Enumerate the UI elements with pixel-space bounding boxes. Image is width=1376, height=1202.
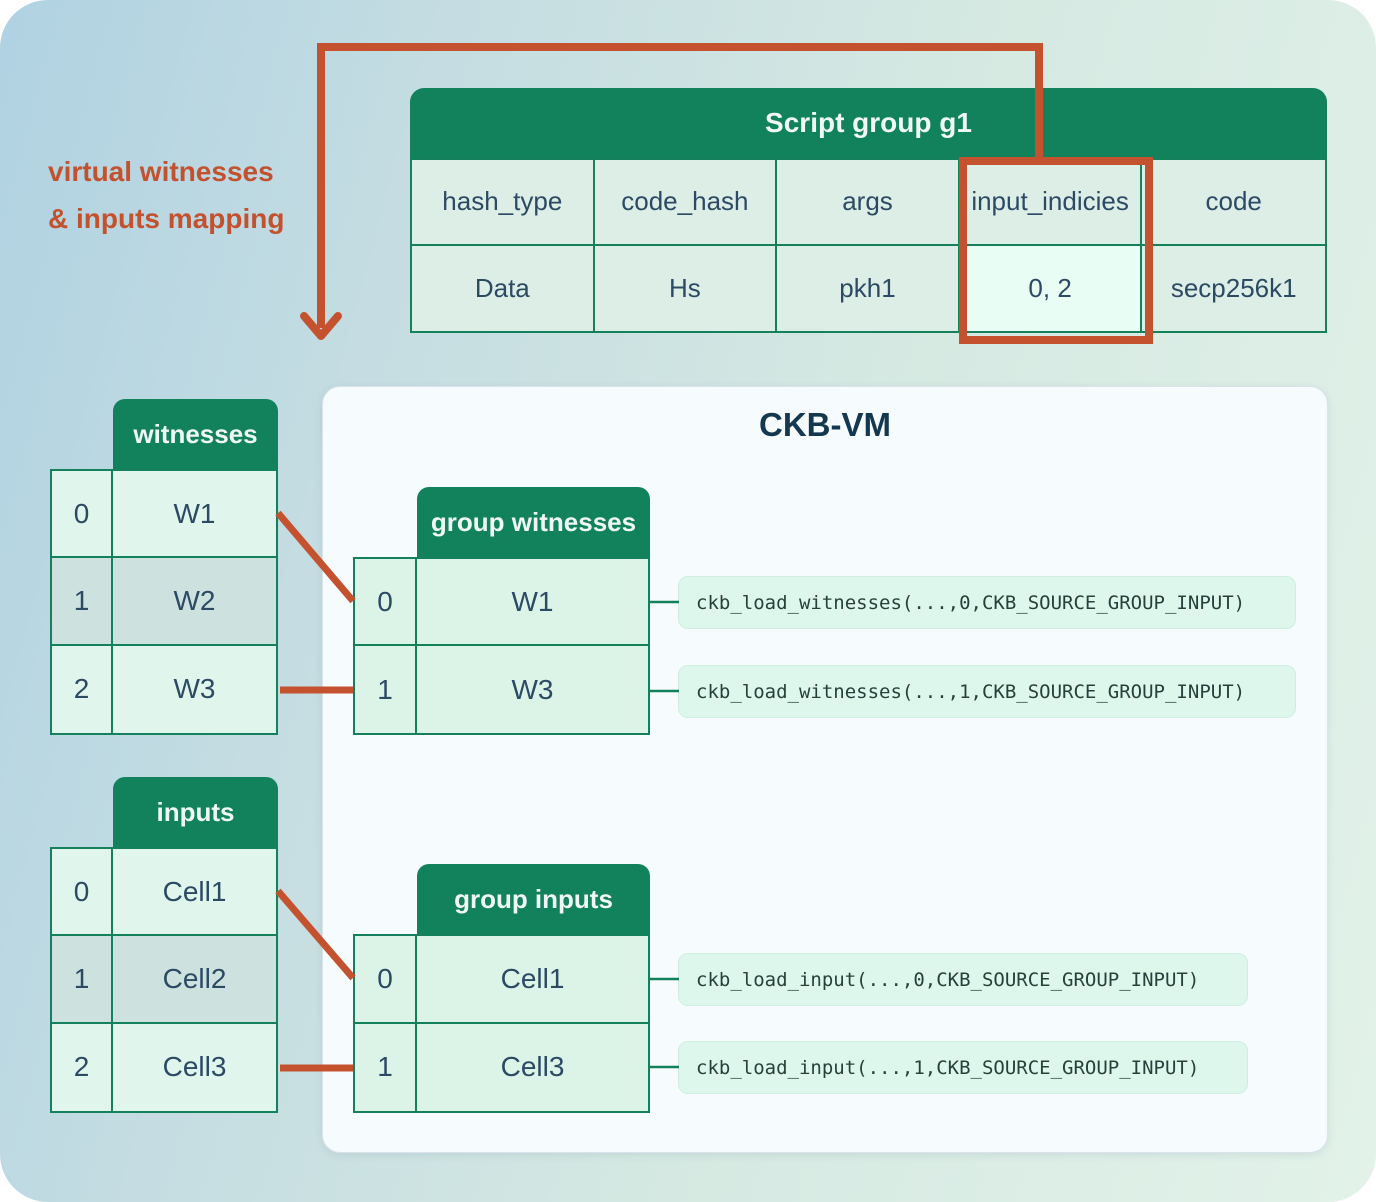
column-header-input-indicies: input_indicies xyxy=(959,160,1143,246)
column-header-code-hash: code_hash xyxy=(594,160,778,246)
group-input-row-0-value: Cell1 xyxy=(417,936,648,1024)
code-load-witnesses-1: ckb_load_witnesses(...,1,CKB_SOURCE_GROU… xyxy=(678,665,1296,718)
input-row-0-value: Cell1 xyxy=(113,849,276,937)
cell-code-hash-value: Hs xyxy=(594,245,778,331)
code-load-witnesses-0: ckb_load_witnesses(...,0,CKB_SOURCE_GROU… xyxy=(678,576,1296,629)
script-group-title: Script group g1 xyxy=(410,88,1327,158)
input-row-0-index: 0 xyxy=(52,849,113,937)
code-load-input-0: ckb_load_input(...,0,CKB_SOURCE_GROUP_IN… xyxy=(678,953,1248,1006)
cell-code-value: secp256k1 xyxy=(1142,245,1325,331)
input-row-2-index: 2 xyxy=(52,1023,113,1111)
witness-row-2-value: W3 xyxy=(113,645,276,733)
column-header-args: args xyxy=(777,160,960,246)
witness-row-1-value: W2 xyxy=(113,558,276,646)
group-witnesses-title: group witnesses xyxy=(417,487,650,557)
cell-input-indicies-value: 0, 2 xyxy=(959,245,1143,331)
witness-row-2-index: 2 xyxy=(52,645,113,733)
group-witness-row-0-index: 0 xyxy=(355,559,417,646)
input-row-2-value: Cell3 xyxy=(113,1023,276,1111)
inputs-table-title: inputs xyxy=(113,777,278,847)
ckb-vm-title: CKB-VM xyxy=(759,406,891,443)
annotation-line-2: & inputs mapping xyxy=(48,203,285,234)
code-load-input-1: ckb_load_input(...,1,CKB_SOURCE_GROUP_IN… xyxy=(678,1041,1248,1094)
group-input-row-1-value: Cell3 xyxy=(417,1023,648,1111)
annotation-line-1: virtual witnesses xyxy=(48,156,274,187)
witness-row-1-index: 1 xyxy=(52,558,113,646)
mapping-annotation: virtual witnesses & inputs mapping xyxy=(48,148,284,242)
cell-args-value: pkh1 xyxy=(777,245,960,331)
group-witness-row-1-value: W3 xyxy=(417,646,648,733)
witness-row-0-value: W1 xyxy=(113,471,276,559)
group-input-row-1-index: 1 xyxy=(355,1023,417,1111)
script-group-table: hash_type code_hash args input_indicies … xyxy=(410,158,1327,333)
column-header-hash-type: hash_type xyxy=(412,160,595,246)
group-input-row-0-index: 0 xyxy=(355,936,417,1024)
witnesses-table-title: witnesses xyxy=(113,399,278,469)
column-header-code: code xyxy=(1142,160,1325,246)
group-inputs-title: group inputs xyxy=(417,864,650,934)
group-witness-row-1-index: 1 xyxy=(355,646,417,733)
mapping-arrow-head-icon xyxy=(300,312,342,340)
witness-row-0-index: 0 xyxy=(52,471,113,559)
input-row-1-value: Cell2 xyxy=(113,936,276,1024)
group-witness-row-0-value: W1 xyxy=(417,559,648,646)
cell-hash-type-value: Data xyxy=(412,245,595,331)
input-row-1-index: 1 xyxy=(52,936,113,1024)
